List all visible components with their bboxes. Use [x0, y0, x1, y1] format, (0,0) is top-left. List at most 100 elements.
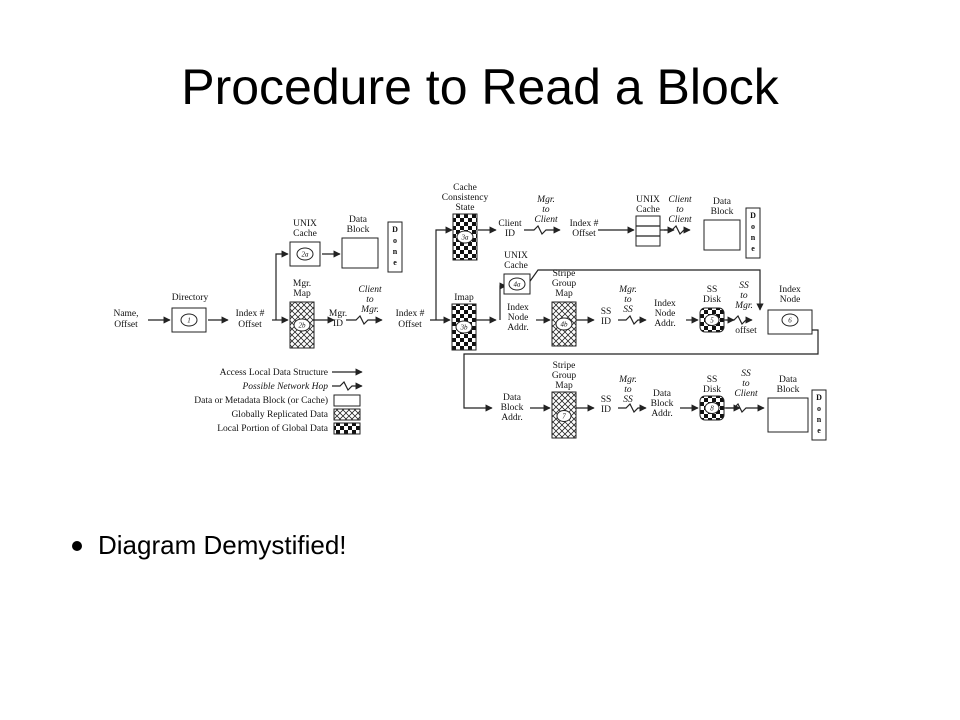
svg-text:Client: Client: [498, 219, 522, 229]
svg-text:UNIX: UNIX: [636, 195, 660, 205]
svg-text:o: o: [817, 404, 821, 413]
mgr-to-ss-label-1: Mgr. to SS: [618, 285, 637, 315]
legend-swatch-data-block: [333, 394, 361, 407]
svg-text:Map: Map: [293, 289, 311, 299]
svg-text:Disk: Disk: [703, 295, 721, 305]
svg-text:Cache: Cache: [504, 261, 528, 271]
svg-text:ID: ID: [505, 229, 515, 239]
svg-text:Offset: Offset: [238, 319, 262, 330]
client-to-client-label: Client to Client: [668, 195, 692, 225]
read-block-diagram: Name, Offset Directory 1 Index # Offset …: [113, 183, 827, 441]
index-node-addr-label-1: Index Node Addr.: [507, 303, 529, 333]
svg-text:Mgr.: Mgr.: [734, 301, 753, 311]
svg-text:UNIX: UNIX: [504, 251, 528, 261]
svg-text:SS: SS: [623, 395, 633, 405]
step-4a-circle: [508, 277, 526, 291]
client-id-label: Client ID: [498, 219, 522, 239]
step-1-number: 1: [187, 317, 191, 325]
svg-text:SS: SS: [707, 375, 718, 385]
ss-disk-label-2: SS Disk: [703, 375, 721, 395]
data-block-box-2: [703, 219, 741, 251]
svg-text:Offset: Offset: [114, 319, 138, 330]
bullet-text: Diagram Demystified!: [98, 530, 347, 560]
legend: Access Local Data Structure Possible Net…: [194, 368, 363, 435]
bullet-item: Diagram Demystified!: [72, 530, 347, 561]
svg-text:Mgr.: Mgr.: [618, 375, 637, 385]
step-2a-number: 2a: [302, 251, 310, 259]
step-2b-number: 2b: [299, 322, 307, 330]
client-to-mgr-label: Client to Mgr.: [358, 285, 382, 315]
mgr-to-client-label-1: Mgr. to Client: [534, 195, 558, 225]
svg-text:n: n: [751, 233, 756, 242]
imap-label: Imap: [454, 293, 474, 303]
step-1-circle: [180, 313, 198, 327]
index-offset-label-2: Index # Offset: [396, 309, 425, 330]
ss-disk-label-1: SS Disk: [703, 285, 721, 305]
legend-swatch-local: [333, 422, 361, 435]
svg-text:ID: ID: [333, 319, 343, 329]
unix-cache-label-2: UNIX Cache: [636, 195, 660, 215]
step-7-circle: [556, 410, 572, 422]
legend-item-globally-replicated: Globally Replicated Data: [231, 410, 328, 420]
svg-text:Client: Client: [534, 215, 558, 225]
done-box-2: [745, 207, 761, 259]
mgr-to-ss-label-2: Mgr. to SS: [618, 375, 637, 405]
data-block-addr-label-2: Data Block Addr.: [651, 389, 674, 419]
mgr-map-label: Mgr. Map: [293, 279, 311, 299]
svg-text:to: to: [742, 379, 750, 389]
svg-text:SS: SS: [601, 395, 612, 405]
svg-text:Index: Index: [779, 285, 801, 295]
svg-text:e: e: [751, 244, 755, 253]
svg-text:Addr.: Addr.: [651, 409, 672, 419]
data-block-label-3: Data Block: [777, 375, 800, 395]
svg-text:Node: Node: [780, 295, 801, 305]
step-4a-number: 4a: [514, 281, 522, 289]
svg-text:Cache: Cache: [293, 229, 317, 239]
svg-text:to: to: [542, 205, 550, 215]
svg-text:Client: Client: [734, 389, 758, 399]
svg-text:to: to: [676, 205, 684, 215]
bullet-dot-icon: [72, 540, 82, 551]
svg-text:Client: Client: [668, 215, 692, 225]
svg-text:Disk: Disk: [703, 385, 721, 395]
svg-text:Index #: Index #: [236, 309, 265, 319]
svg-text:o: o: [751, 222, 755, 231]
svg-text:Mgr.: Mgr.: [293, 279, 311, 289]
svg-text:Data: Data: [653, 389, 672, 399]
step-3a-number: 3a: [461, 234, 470, 242]
legend-item-data-block: Data or Metadata Block (or Cache): [194, 395, 328, 406]
svg-text:n: n: [817, 415, 822, 424]
svg-text:D: D: [816, 393, 822, 402]
svg-text:Consistency: Consistency: [442, 193, 489, 203]
name-offset-label: Name, Offset: [113, 309, 138, 330]
step-8-number: 8: [710, 405, 714, 413]
ss-id-label-1: SS ID: [601, 307, 612, 327]
done-label-2: D o n e: [750, 211, 756, 253]
svg-text:SS: SS: [601, 307, 612, 317]
unix-cache-label-1: UNIX Cache: [293, 219, 317, 239]
svg-text:Index #: Index #: [396, 309, 425, 319]
data-block-box-3: [767, 397, 809, 433]
legend-item-local-portion: Local Portion of Global Data: [217, 423, 329, 434]
step-6-number: 6: [788, 317, 792, 325]
bullet-list: Diagram Demystified!: [72, 530, 347, 561]
step-2a-circle: [296, 247, 314, 261]
svg-text:Node: Node: [508, 313, 529, 323]
svg-text:Data: Data: [503, 393, 522, 403]
cache-consistency-label: Cache Consistency State: [442, 183, 489, 213]
stripe-group-map-box-2: [551, 391, 577, 439]
unix-cache-label-3: UNIX Cache: [504, 251, 528, 271]
svg-text:Addr.: Addr.: [507, 323, 528, 333]
svg-text:SS: SS: [739, 281, 749, 291]
mgr-id-label: Mgr. ID: [329, 309, 347, 329]
directory-label: Directory: [172, 293, 209, 303]
svg-text:Group: Group: [552, 279, 577, 289]
data-block-box-1: [341, 237, 379, 269]
svg-text:Addr.: Addr.: [654, 319, 675, 329]
step-6-circle: [781, 313, 799, 327]
index-offset-label-3: Index # Offset: [570, 219, 599, 239]
index-node-addr-label-2: Index Node Addr.: [654, 299, 676, 329]
svg-text:ID: ID: [601, 317, 611, 327]
svg-text:Map: Map: [555, 381, 573, 391]
svg-text:Name,: Name,: [113, 309, 138, 319]
